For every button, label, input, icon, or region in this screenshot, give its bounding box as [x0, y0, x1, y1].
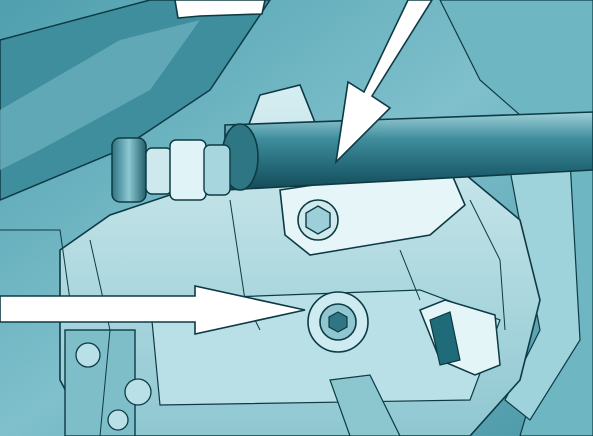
drain-plug-socket	[328, 311, 348, 333]
upper-right-arrow	[334, 0, 433, 165]
hose-highlight	[0, 20, 200, 170]
fitting-nut-mid	[169, 139, 207, 201]
side-tab-slot	[429, 311, 461, 366]
detail-lines	[0, 199, 506, 436]
lower-left-arrow	[0, 285, 306, 335]
lower-bolt-2	[124, 378, 152, 406]
clamp-bolt-head	[305, 205, 331, 235]
upper-left-arrow	[174, 0, 266, 19]
lower-bolt-3	[107, 409, 129, 431]
fitting-sleeve-2	[203, 144, 231, 196]
housing-rib	[329, 374, 401, 436]
fitting-sleeve	[145, 147, 173, 195]
upper-hose	[0, 0, 271, 201]
fitting-nut-left	[111, 137, 147, 203]
lower-bolt-1	[75, 342, 101, 368]
callout-arrows	[0, 0, 433, 335]
